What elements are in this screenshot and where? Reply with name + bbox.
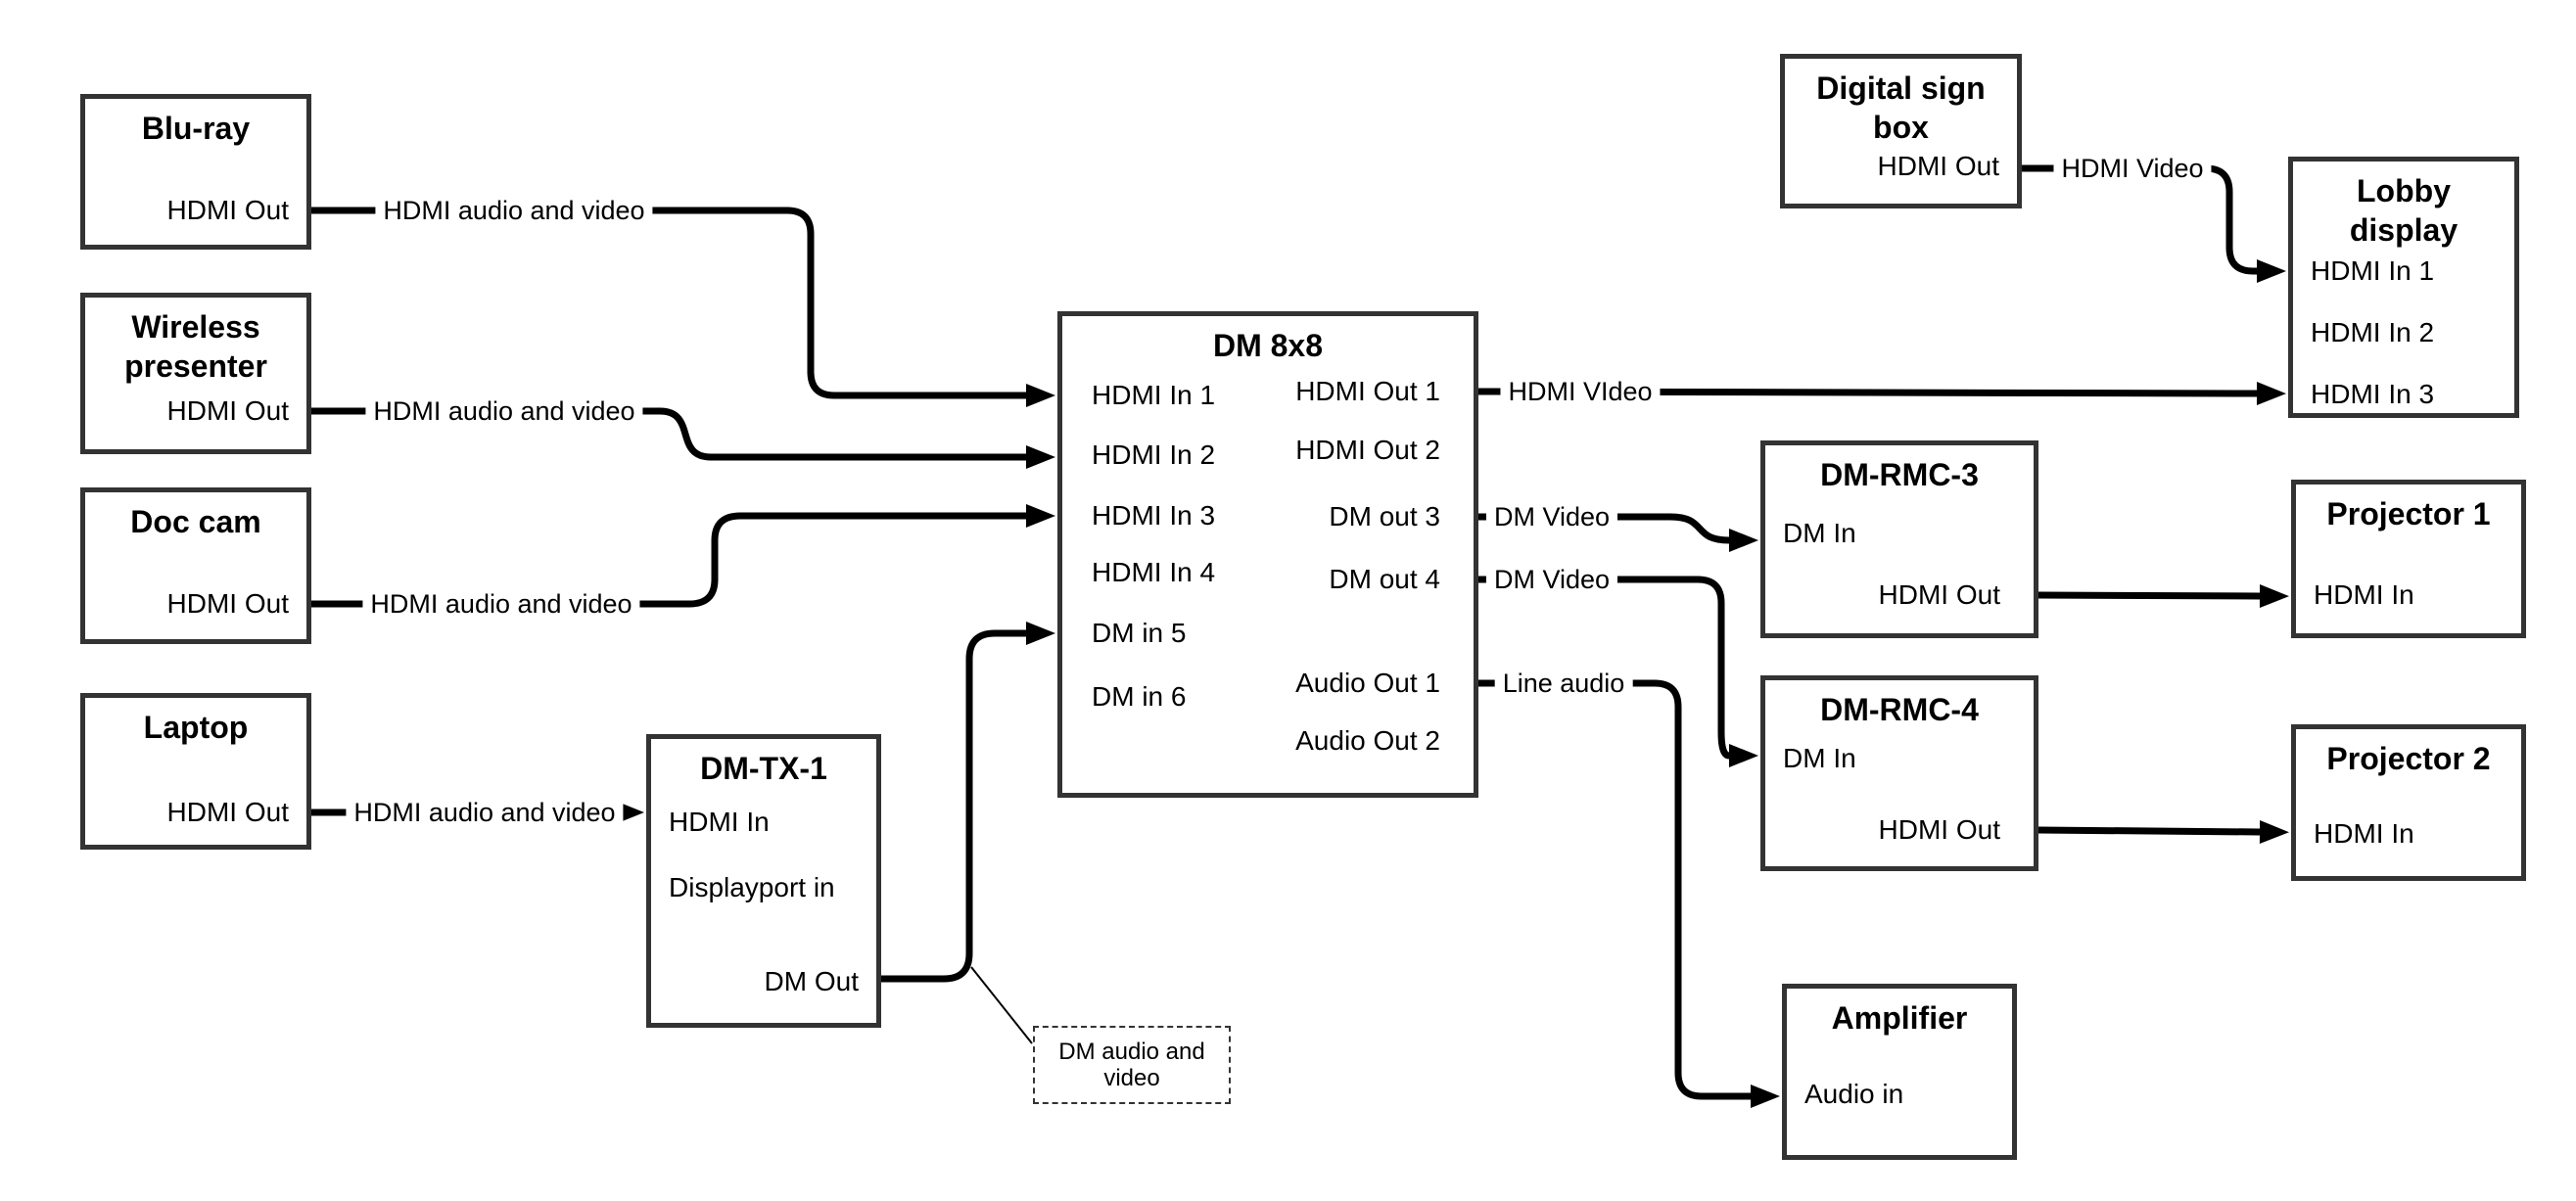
port-wireless-hdmi-out: HDMI Out [166,395,289,426]
node-lobby-display: Lobby display HDMI In 1 HDMI In 2 HDMI I… [2288,157,2519,418]
port-dmrmc4-dm-in: DM In [1783,743,1856,773]
port-dm8x8-audio-out-1: Audio Out 1 [1295,668,1440,698]
wire-label-hdmi-video-out1: HDMI VIdeo [1500,376,1661,407]
node-title: Projector 2 [2326,741,2491,776]
connector-digitalsign-to-lobby-in1 [2022,164,2286,283]
node-title: DM-RMC-4 [1820,692,1979,727]
wire-label-hdmi-video-sign: HDMI Video [2053,153,2212,184]
node-title: Laptop [143,710,249,745]
port-projector1-hdmi-in: HDMI In [2314,579,2414,610]
connector-dm8x8-out4-to-dmrmc4 [1478,576,1758,767]
port-dm8x8-dm-in-5: DM in 5 [1092,618,1187,648]
connector-dm8x8-audio1-to-amplifier [1478,679,1780,1108]
node-laptop: Laptop HDMI Out [80,693,311,850]
node-title: Lobby display [2349,173,2459,248]
port-dm8x8-dm-out-3: DM out 3 [1329,501,1440,531]
port-lobby-hdmi-in-2: HDMI In 2 [2311,317,2435,347]
port-dmrmc3-hdmi-out: HDMI Out [1878,579,2000,610]
port-projector2-hdmi-in: HDMI In [2314,818,2414,849]
node-bluray: Blu-ray HDMI Out [80,94,311,250]
port-dm8x8-hdmi-in-2: HDMI In 2 [1092,439,1216,470]
port-dm8x8-hdmi-in-3: HDMI In 3 [1092,500,1216,531]
node-dm-8x8: DM 8x8 HDMI In 1 HDMI In 2 HDMI In 3 HDM… [1057,311,1478,798]
node-title: DM-TX-1 [700,751,827,786]
port-laptop-hdmi-out: HDMI Out [166,797,289,827]
port-dm8x8-audio-out-2: Audio Out 2 [1295,725,1440,756]
node-title: Wireless presenter [124,309,267,384]
connector-bluray-to-dm8x8-in1 [311,207,1055,407]
port-dmrmc4-hdmi-out: HDMI Out [1878,814,2000,845]
node-digital-sign-box: Digital sign box HDMI Out [1780,54,2022,208]
port-lobby-hdmi-in-1: HDMI In 1 [2311,255,2435,286]
port-dm8x8-hdmi-out-2: HDMI Out 2 [1295,435,1440,465]
port-bluray-hdmi-out: HDMI Out [166,195,289,225]
node-wireless-presenter: Wireless presenter HDMI Out [80,293,311,454]
port-lobby-hdmi-in-3: HDMI In 3 [2311,379,2435,409]
connector-wireless-to-dm8x8-in2 [311,407,1055,469]
connector-dmrmc4-to-projector2 [2037,820,2289,844]
node-projector-2: Projector 2 HDMI In [2291,724,2526,881]
node-title: Projector 1 [2326,496,2491,531]
node-dm-rmc-3: DM-RMC-3 DM In HDMI Out [1760,440,2038,638]
node-doc-cam: Doc cam HDMI Out [80,487,311,644]
connector-dm8x8-out3-to-dmrmc3 [1478,513,1758,552]
node-amplifier: Amplifier Audio in [1782,984,2017,1160]
port-dmtx1-displayport-in: Displayport in [669,872,835,902]
note-leader-line [970,966,1033,1044]
port-dm8x8-hdmi-in-1: HDMI In 1 [1092,380,1216,410]
port-dmrmc3-dm-in: DM In [1783,518,1856,548]
wire-label-wireless-hdmi: HDMI audio and video [365,395,643,427]
port-dm8x8-hdmi-in-4: HDMI In 4 [1092,557,1216,587]
port-doccam-hdmi-out: HDMI Out [166,588,289,619]
wire-label-line-audio: Line audio [1494,668,1633,699]
port-dmtx1-hdmi-in: HDMI In [669,807,770,837]
wire-label-dm-video-out3: DM Video [1485,501,1618,532]
wire-label-laptop-hdmi: HDMI audio and video [346,797,624,828]
node-title: Doc cam [130,504,261,539]
node-dm-tx-1: DM-TX-1 HDMI In Displayport in DM Out [646,734,881,1028]
port-dm8x8-dm-out-4: DM out 4 [1329,564,1440,594]
port-dmtx1-dm-out: DM Out [764,966,859,996]
wire-label-doccam-hdmi: HDMI audio and video [362,588,640,620]
node-projector-1: Projector 1 HDMI In [2291,480,2526,638]
port-dm8x8-hdmi-out-1: HDMI Out 1 [1295,376,1440,406]
node-title: DM 8x8 [1212,328,1324,363]
connector-dmtx1-to-dm8x8-in5 [881,622,1055,983]
node-title: Blu-ray [141,111,251,146]
wire-label-dm-video-out4: DM Video [1485,564,1618,595]
note-dm-audio-video: DM audio and video [1033,1026,1231,1104]
connector-dmrmc3-to-projector1 [2037,584,2289,608]
port-digitalsign-hdmi-out: HDMI Out [1877,151,1999,181]
port-amplifier-audio-in: Audio in [1804,1079,1904,1109]
node-dm-rmc-4: DM-RMC-4 DM In HDMI Out [1760,675,2038,871]
node-title: Digital sign box [1816,70,1986,145]
node-title: DM-RMC-3 [1820,457,1979,492]
node-title: Amplifier [1831,1000,1968,1036]
connector-doccam-to-dm8x8-in3 [311,504,1055,608]
port-dm8x8-dm-in-6: DM in 6 [1092,681,1187,712]
wire-label-bluray-hdmi: HDMI audio and video [375,195,653,226]
